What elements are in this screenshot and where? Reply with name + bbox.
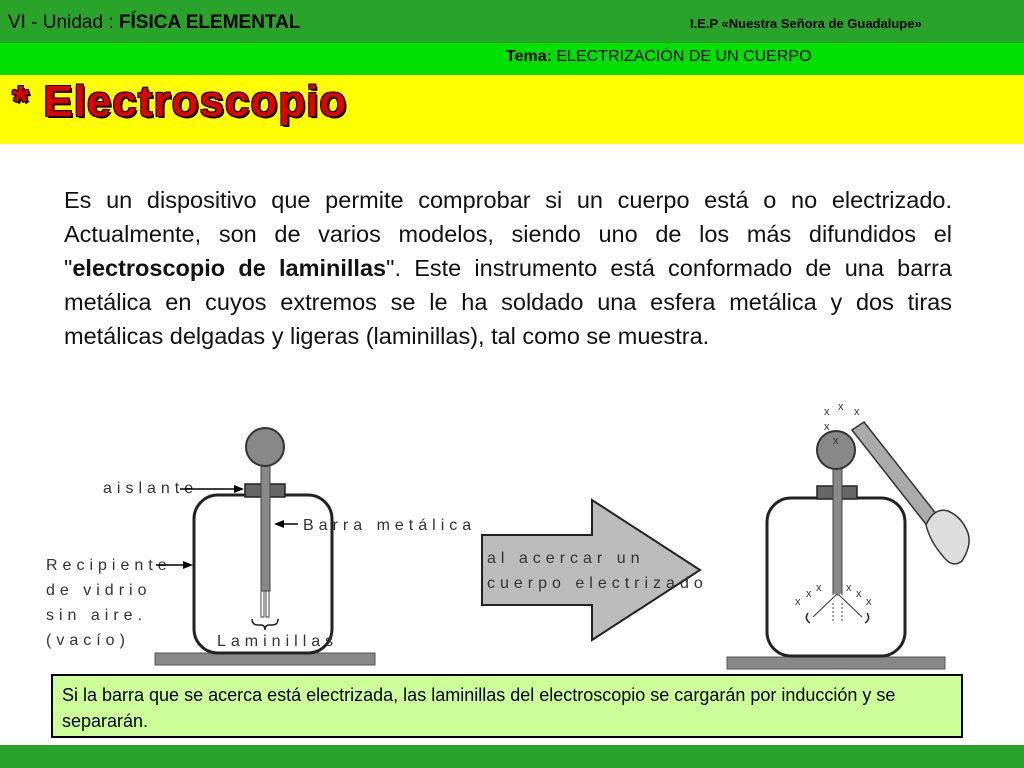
topic-bar: [0, 43, 1024, 75]
label-recipiente-2: de vidrio: [46, 582, 151, 599]
charge-mark: x: [866, 596, 872, 608]
label-laminillas: Laminillas: [217, 633, 338, 650]
right-leaf-1: [812, 594, 837, 618]
paragraph-bold: electroscopio de laminillas: [72, 255, 387, 281]
left-leaf-2: [265, 590, 270, 618]
pointer-aislante-head: [234, 485, 244, 493]
topic-text: ELECTRIZACIÓN DE UN CUERPO: [551, 48, 812, 65]
description-paragraph: Es un dispositivo que permite comprobar …: [64, 183, 952, 353]
charge-mark: x: [816, 582, 822, 594]
right-leaf-2: [838, 594, 863, 618]
right-metal-bar: [832, 458, 843, 596]
charge-mark: x: [833, 435, 839, 447]
unit-title: VI - Unidad : FÍSICA ELEMENTAL: [8, 12, 300, 34]
hand-icon: [925, 509, 970, 565]
charge-mark: x: [854, 406, 860, 418]
school-name: I.E.P «Nuestra Señora de Guadalupe»: [690, 16, 922, 31]
caption-box: [51, 674, 963, 738]
right-metal-sphere: [816, 430, 856, 470]
right-swing-arc-2: [864, 612, 870, 624]
left-metal-sphere: [245, 427, 285, 467]
charge-mark: x: [846, 582, 852, 594]
left-brace: [251, 618, 279, 631]
arrow-text-1: al acercar un: [487, 550, 645, 567]
left-leaf-1: [260, 590, 265, 618]
paragraph-end: ". Este instrumento está conformado de u…: [64, 255, 952, 349]
topic-label: Tema:: [506, 48, 552, 65]
label-recipiente-3: sin aire.: [46, 607, 147, 624]
right-swing-arc-1: [805, 612, 811, 624]
pointer-barra-head: [274, 520, 284, 528]
label-barra: Barra metálica: [303, 517, 476, 534]
right-electroscope: x x x x x x x x x x x: [726, 401, 970, 670]
label-recipiente-1: Recipiente: [46, 557, 172, 574]
charge-mark: x: [824, 406, 830, 418]
electroscope-diagram: aislante Barra metálica Recipiente de vi…: [46, 401, 970, 670]
left-base: [154, 652, 376, 666]
paragraph-start: Es un dispositivo que permite comprobar …: [64, 187, 952, 281]
heading-bar: [0, 75, 1024, 144]
charge-mark: x: [795, 596, 801, 608]
label-recipiente-4: (vacío): [46, 632, 130, 649]
unit-prefix: VI - Unidad :: [8, 12, 119, 33]
unit-name: FÍSICA ELEMENTAL: [118, 12, 301, 33]
topic-line: Tema: ELECTRIZACIÓN DE UN CUERPO: [506, 48, 812, 66]
arrow-text-2: cuerpo electrizado: [487, 575, 708, 592]
left-electroscope: aislante Barra metálica Recipiente de vi…: [46, 427, 476, 666]
label-aislante: aislante: [103, 480, 198, 497]
bottom-bar: [0, 745, 1024, 768]
transition-arrow: al acercar un cuerpo electrizado: [481, 498, 708, 642]
left-metal-bar: [260, 454, 271, 592]
charge-mark: x: [824, 421, 830, 433]
charge-mark: x: [806, 588, 812, 600]
charge-mark: x: [838, 401, 844, 413]
right-base: [726, 656, 946, 670]
charge-mark: x: [856, 588, 862, 600]
arrow-shape: [481, 498, 702, 642]
pointer-recipiente-head: [183, 561, 193, 569]
top-bar: [0, 0, 1024, 43]
slide-heading: * Electroscopio: [12, 77, 348, 126]
caption-text: Si la barra que se acerca está electriza…: [62, 685, 896, 731]
